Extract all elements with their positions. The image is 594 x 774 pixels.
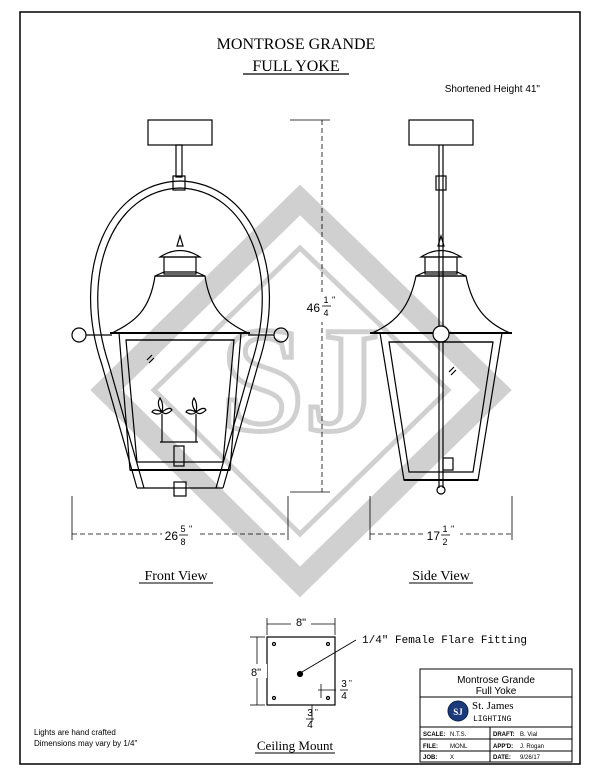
title-line1: MONTROSE GRANDE	[217, 36, 376, 53]
canopy-height-value: 8"	[251, 667, 261, 679]
side-width-fraction-den: 2	[442, 537, 447, 547]
front-gas-valve	[173, 445, 185, 467]
tb-scale-value: N.T.S.	[450, 732, 467, 738]
front-cap-top	[157, 249, 203, 258]
height-unit: "	[332, 295, 335, 305]
company-logo	[447, 700, 469, 722]
tb-scale-label: SCALE:	[423, 732, 445, 738]
side-finial	[437, 233, 445, 247]
watermark: SJ	[90, 184, 512, 598]
side-width-value: 17	[427, 529, 441, 543]
side-view-label: Side View	[412, 569, 471, 584]
side-knob	[432, 325, 450, 343]
company-logo-text: SJ	[453, 707, 463, 717]
note-line2: Dimensions may vary by 1/4"	[34, 739, 137, 748]
note-line1: Lights are hand crafted	[34, 728, 116, 737]
tb-product-line1: Montrose Grande	[457, 675, 535, 686]
ceiling-fitting-hole	[296, 670, 304, 678]
ceiling-screw-bl	[271, 695, 277, 701]
tb-draft-value: B. Vial	[520, 732, 537, 738]
offset-b-num: 3	[307, 708, 313, 719]
canopy-width-value: 8"	[296, 617, 306, 629]
front-width-fraction-den: 8	[180, 537, 185, 547]
offset-a-num: 3	[341, 679, 347, 690]
tb-job-label: JOB:	[423, 755, 437, 761]
offset-b-den: 4	[307, 720, 313, 731]
side-view-drawing	[370, 119, 512, 495]
front-finial	[176, 233, 184, 247]
tb-company-name: St. James	[472, 700, 514, 712]
tb-job-value: X	[450, 755, 454, 761]
side-width-fraction-num: 1	[442, 524, 447, 534]
side-glass-reflection	[448, 366, 457, 376]
watermark-monogram: SJ	[221, 297, 379, 463]
watermark-diamond	[90, 184, 512, 598]
title-line2: FULL YOKE	[252, 58, 339, 75]
side-gas-valve	[442, 457, 454, 471]
offset-b-unit: "	[315, 708, 318, 717]
front-yoke-outer	[89, 180, 271, 489]
tb-appd-value: J. Rogan	[520, 744, 544, 750]
front-left-knob	[71, 327, 87, 343]
front-bottom-fitting	[173, 481, 187, 497]
side-width-unit: "	[451, 524, 454, 534]
tb-appd-label: APP'D:	[493, 744, 513, 750]
ceiling-mount-label: Ceiling Mount	[257, 738, 334, 753]
shortened-height-note: Shortened Height 41"	[445, 84, 541, 95]
height-fraction-den: 4	[323, 308, 328, 318]
front-flame-right	[185, 396, 207, 415]
side-canopy	[408, 119, 474, 146]
sheet-border	[19, 11, 581, 765]
height-value: 46	[307, 301, 321, 315]
title-block-frame	[419, 668, 573, 763]
tb-file-label: FILE:	[423, 744, 438, 750]
front-chimney	[163, 256, 197, 275]
tb-draft-label: DRAFT:	[493, 732, 515, 738]
front-view-drawing	[71, 119, 289, 497]
tb-date-label: DATE:	[493, 755, 511, 761]
side-cap-top	[418, 249, 464, 258]
side-chimney	[424, 256, 458, 275]
front-glass-reflection	[146, 354, 155, 364]
tb-file-value: MONL	[450, 744, 468, 750]
front-flame-left	[151, 396, 173, 415]
front-stem-coupler	[172, 175, 186, 191]
canopy-height-label-bg	[247, 664, 267, 678]
tb-company-sub: LIGHTING	[473, 715, 512, 724]
ceiling-plate	[266, 636, 336, 706]
ceiling-screw-tl	[271, 641, 277, 647]
fitting-leader	[301, 639, 357, 673]
offset-a-unit: "	[349, 679, 352, 688]
ceiling-screw-tr	[325, 641, 331, 647]
front-view-label: Front View	[144, 569, 208, 584]
height-label-bg	[306, 292, 338, 322]
height-fraction-num: 1	[323, 295, 328, 305]
canopy-width-label-bg	[291, 614, 311, 628]
side-stem-coupler	[435, 175, 447, 191]
offset-a-den: 4	[341, 691, 347, 702]
front-yoke-inner	[97, 187, 263, 489]
side-bottom-fitting	[436, 485, 446, 495]
fitting-label: 1/4" Female Flare Fitting	[362, 635, 527, 647]
front-canopy	[147, 119, 213, 146]
watermark-inner-diamond	[150, 244, 452, 538]
front-stem	[175, 144, 183, 178]
title-block	[419, 668, 573, 763]
tb-product-line2: Full Yoke	[476, 686, 517, 697]
ceiling-screw-br	[325, 695, 331, 701]
tb-date-value: 9/26/17	[520, 755, 541, 761]
front-width-fraction-num: 5	[180, 524, 185, 534]
front-width-unit: "	[189, 524, 192, 534]
side-width-dimension	[369, 496, 513, 540]
front-width-value: 26	[165, 529, 179, 543]
